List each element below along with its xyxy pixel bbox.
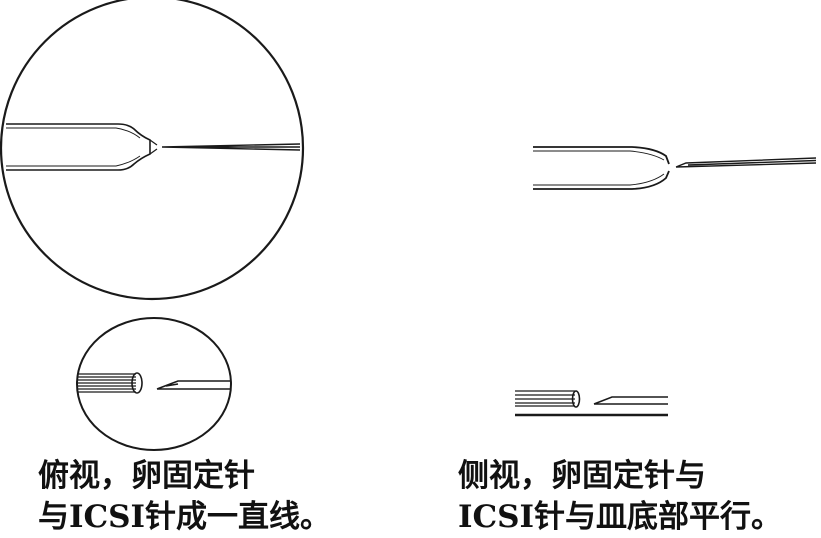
magnified-view-circle <box>0 0 305 301</box>
top-view-magnified <box>0 0 305 301</box>
holding-pipette-side-small <box>515 390 581 408</box>
side-view-upper <box>533 146 817 190</box>
top-view-caption-line2: 与ICSI针成一直线。 <box>38 499 332 535</box>
top-view-caption-line1: 俯视，卵固定针 <box>38 458 255 494</box>
holding-pipette-top-view <box>6 123 151 171</box>
holding-pipette-side-inner <box>533 150 665 186</box>
holding-pipette-inner-top <box>6 127 141 139</box>
icsi-needle-side-small <box>593 396 668 405</box>
icsi-needle-small <box>156 380 230 390</box>
holding-pipette-small <box>77 372 143 394</box>
side-view-caption: 侧视，卵固定针与 ICSI针与皿底部平行。 <box>458 456 782 538</box>
side-view-caption-line2: ICSI针与皿底部平行。 <box>458 499 783 535</box>
small-view-circle <box>76 317 232 451</box>
holding-pipette-tip-bottom <box>149 148 158 155</box>
top-view-small <box>76 317 232 451</box>
side-view-lower <box>515 390 668 417</box>
side-view-caption-line1: 侧视，卵固定针与 <box>458 458 706 494</box>
top-view-caption: 俯视，卵固定针 与ICSI针成一直线。 <box>38 456 331 538</box>
holding-pipette-tip-top <box>149 139 158 146</box>
holding-pipette-inner-bottom <box>6 155 141 167</box>
holding-pipette-side-view <box>533 146 670 190</box>
icsi-needle-side-view <box>675 157 817 168</box>
icsi-needle-top-view <box>161 143 301 151</box>
